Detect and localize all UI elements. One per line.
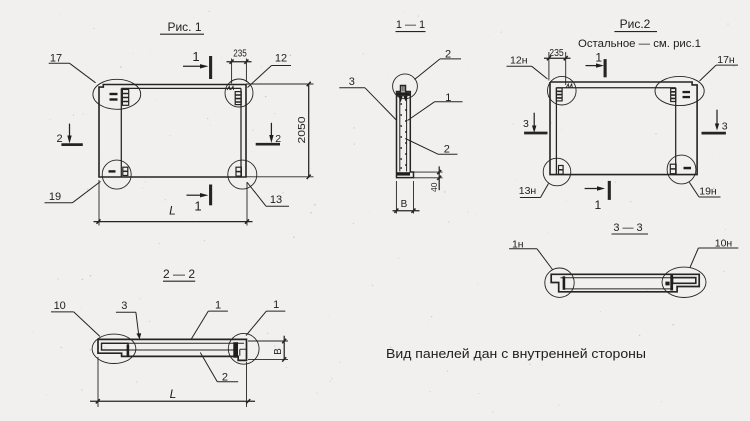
svg-text:2: 2 (445, 49, 451, 61)
svg-text:В: В (273, 348, 284, 355)
svg-text:10: 10 (54, 300, 66, 312)
svg-text:10н: 10н (715, 238, 733, 250)
svg-text:3: 3 (349, 76, 355, 88)
svg-text:17н: 17н (717, 54, 735, 66)
svg-text:Вид панелей дан с внутренней с: Вид панелей дан с внутренней стороны (386, 347, 646, 361)
svg-text:19н: 19н (699, 185, 717, 197)
svg-text:1: 1 (192, 49, 199, 64)
svg-text:2: 2 (444, 144, 450, 156)
svg-text:3: 3 (722, 120, 728, 132)
svg-text:1: 1 (273, 299, 279, 311)
svg-text:1: 1 (595, 198, 602, 212)
svg-text:1: 1 (194, 199, 201, 214)
svg-text:1: 1 (215, 300, 221, 312)
svg-text:В: В (401, 199, 408, 210)
svg-text:1 — 1: 1 — 1 (396, 19, 425, 31)
svg-text:2: 2 (222, 371, 228, 383)
svg-text:1: 1 (445, 92, 451, 104)
svg-text:19: 19 (49, 191, 61, 203)
svg-text:17: 17 (50, 53, 62, 65)
svg-text:13н: 13н (519, 185, 537, 197)
svg-text:L: L (170, 387, 177, 401)
svg-text:Рис. 1: Рис. 1 (167, 20, 201, 34)
svg-text:2: 2 (275, 133, 281, 145)
svg-text:2: 2 (56, 133, 62, 145)
svg-text:3: 3 (523, 118, 529, 130)
svg-text:2050: 2050 (297, 116, 308, 144)
svg-text:13: 13 (270, 194, 282, 206)
svg-text:12: 12 (275, 53, 287, 65)
svg-text:235: 235 (233, 49, 247, 60)
svg-text:235: 235 (549, 48, 564, 59)
svg-text:40: 40 (429, 182, 439, 192)
svg-text:2 — 2: 2 — 2 (163, 267, 195, 281)
svg-text:L: L (169, 204, 176, 218)
svg-text:Остальное — см. рис.1: Остальное — см. рис.1 (578, 38, 701, 50)
svg-text:Рис.2: Рис.2 (620, 17, 651, 31)
svg-text:3 — 3: 3 — 3 (613, 222, 642, 234)
svg-text:1: 1 (595, 51, 602, 65)
svg-text:1н: 1н (512, 238, 524, 250)
svg-text:12н: 12н (510, 55, 528, 67)
svg-text:3: 3 (121, 300, 127, 312)
